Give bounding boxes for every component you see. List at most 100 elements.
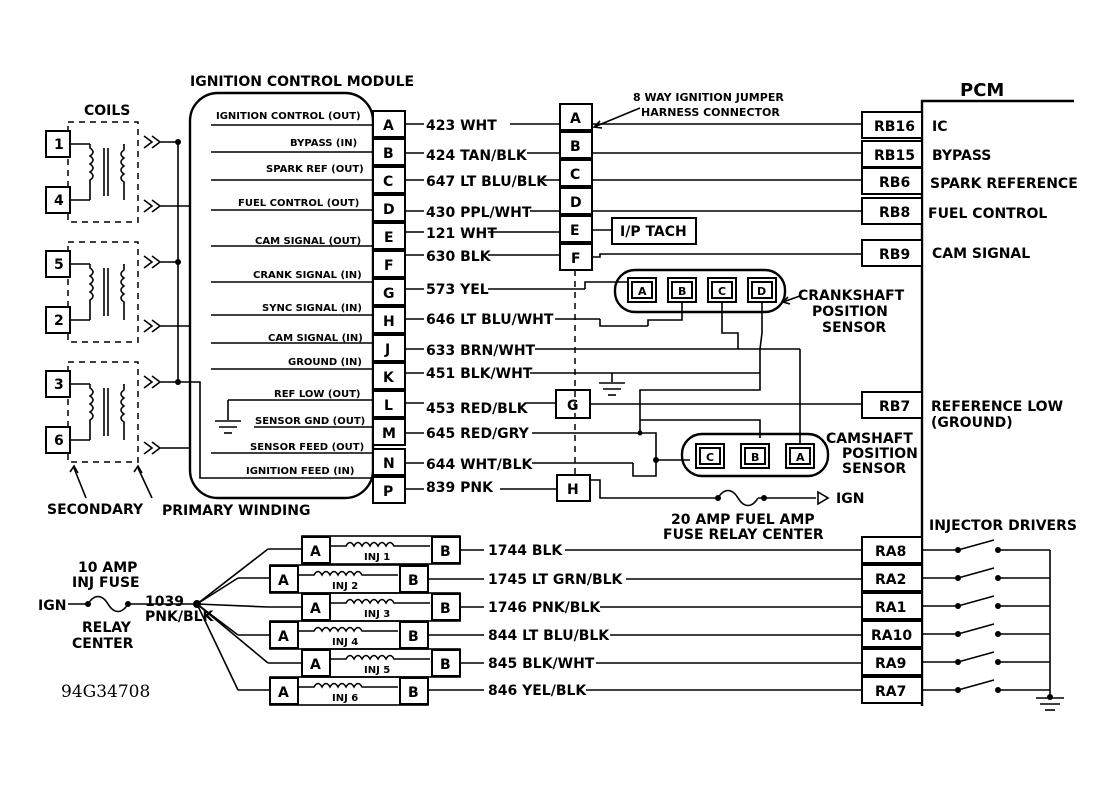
primary-winding-label: PRIMARY WINDING xyxy=(162,503,310,519)
injector-wire-label: 846 YEL/BLK xyxy=(488,683,587,699)
inj-fuse xyxy=(68,548,302,691)
pcm-injector-pin: RA10 xyxy=(871,628,912,644)
injector-pin-letter: B xyxy=(408,573,419,589)
pcm-injector-pin: RA1 xyxy=(875,600,906,616)
inj-fuse-label: INJ FUSE xyxy=(72,575,140,591)
primary-winding-connectors xyxy=(143,135,211,479)
pcm-title: PCM xyxy=(960,80,1004,101)
icm-pin-letter: C xyxy=(383,174,393,190)
injector-pin-letter: B xyxy=(408,629,419,645)
cam-sensor-leads xyxy=(612,349,801,477)
cam-sensor-pins xyxy=(695,443,815,469)
wire-label: 646 LT BLU/WHT xyxy=(426,312,554,328)
pcm-pin-label: IC xyxy=(932,119,947,135)
cam-sensor-body xyxy=(680,432,830,478)
injector-pin-letter: B xyxy=(440,657,451,673)
icm-signal-label: SPARK REF (OUT) xyxy=(266,164,364,175)
injector-driver-switches xyxy=(922,539,1064,711)
ip-tach-label: I/P TACH xyxy=(620,224,687,240)
ign-label: IGN xyxy=(836,491,864,507)
crank-sensor-pin-letter: B xyxy=(678,285,686,298)
pcm-pin-code: RB7 xyxy=(879,399,910,415)
injector-wire-label: 844 LT BLU/BLK xyxy=(488,628,610,644)
relay-center-label: RELAY xyxy=(82,620,132,636)
injector-pin-letter: A xyxy=(278,685,289,701)
icm-pin-letter: K xyxy=(383,370,395,386)
pcm-pin-sublabel: (GROUND) xyxy=(931,415,1013,431)
cam-sensor-pin-letter: B xyxy=(751,451,759,464)
pcm-pin-label: FUEL CONTROL xyxy=(928,206,1047,222)
pcm-pin-boxes xyxy=(861,111,923,419)
fuse-relay-label: 20 AMP FUEL AMP xyxy=(671,512,815,528)
icm-pin-letter: J xyxy=(384,342,390,358)
fuse-feed xyxy=(590,479,830,507)
cam-sensor-title: CAMSHAFT xyxy=(826,431,913,447)
wire-label: 645 RED/GRY xyxy=(426,426,530,442)
injector-pin-letter: B xyxy=(440,544,451,560)
feed-wire-label: PNK/BLK xyxy=(145,609,215,625)
injector-pin-letter: B xyxy=(408,685,419,701)
jumper-pin-letter: H xyxy=(567,482,579,498)
jumper-pin-letter: G xyxy=(567,398,579,414)
pcm-pin-code: RB16 xyxy=(874,119,915,135)
injector-pin-letter: A xyxy=(278,629,289,645)
relay-center-label: CENTER xyxy=(72,636,134,652)
icm-pin-letter: A xyxy=(383,118,394,134)
coil-number: 2 xyxy=(54,313,64,329)
ip-tach-box xyxy=(611,217,697,245)
injector-pin-letter: A xyxy=(310,544,321,560)
injector-name: INJ 4 xyxy=(332,637,358,648)
jumper-pin-letter: F xyxy=(571,251,581,267)
icm-pin-letter: P xyxy=(383,484,393,500)
injector-drivers-title: INJECTOR DRIVERS xyxy=(929,518,1077,534)
pcm-pin-code: RB8 xyxy=(879,205,910,221)
pcm-injector-pin: RA7 xyxy=(875,684,906,700)
pcm-pin-label: SPARK REFERENCE xyxy=(930,176,1078,192)
injector-name: INJ 3 xyxy=(364,609,390,620)
inj-fuse-label: 10 AMP xyxy=(78,560,137,576)
wire-label: 644 WHT/BLK xyxy=(426,457,534,473)
cam-sensor-title: POSITION xyxy=(842,446,918,462)
feed-wire-label: 1039 xyxy=(145,594,184,610)
coil-number: 6 xyxy=(54,433,64,449)
coils-title: COILS xyxy=(84,103,130,119)
icm-signal-label: SYNC SIGNAL (IN) xyxy=(262,303,362,314)
jumper-pin-letter: D xyxy=(570,195,582,211)
pcm-pin-code: RB6 xyxy=(879,175,910,191)
pcm-pin-label: BYPASS xyxy=(932,148,991,164)
pcm-injector-pin: RA9 xyxy=(875,656,906,672)
coil-terminal-boxes xyxy=(45,130,71,454)
crank-sensor-pin-letter: D xyxy=(757,285,766,298)
pcm-injector-pin: RA2 xyxy=(875,572,906,588)
ground-symbol xyxy=(215,400,241,434)
icm-body xyxy=(188,91,375,500)
coil-pack xyxy=(67,121,139,463)
icm-pin-letter: D xyxy=(383,202,395,218)
icm-signal-label: IGNITION FEED (IN) xyxy=(246,466,354,477)
crank-sensor-body xyxy=(613,268,787,314)
jumper-title: 8 WAY IGNITION JUMPER xyxy=(633,91,784,104)
icm-signal-label: FUEL CONTROL (OUT) xyxy=(238,198,359,209)
icm-signal-label: CAM SIGNAL (OUT) xyxy=(255,236,361,247)
injector-pin-letter: A xyxy=(278,573,289,589)
jumper-arrow xyxy=(592,107,641,129)
icm-signal-label: BYPASS (IN) xyxy=(290,138,357,149)
secondary-label: SECONDARY xyxy=(47,502,144,518)
crank-sensor-pins xyxy=(627,277,777,303)
injector-name: INJ 1 xyxy=(364,552,390,563)
pcm-injector-pin: RA8 xyxy=(875,544,906,560)
icm-pin-letter: H xyxy=(383,314,395,330)
icm-pin-letter: G xyxy=(383,286,395,302)
icm-signal-label: REF LOW (OUT) xyxy=(274,389,360,400)
coil-number: 4 xyxy=(54,193,64,209)
ground-symbol xyxy=(599,373,625,396)
icm-pin-letter: B xyxy=(383,146,394,162)
coil-number: 5 xyxy=(54,257,64,273)
icm-pin-letter: L xyxy=(384,398,393,414)
jumper-pin-letter: B xyxy=(570,139,581,155)
pcm-body xyxy=(920,99,1074,706)
icm-pin-letter: M xyxy=(382,426,396,442)
icm-signal-label: CAM SIGNAL (IN) xyxy=(268,333,363,344)
icm-signal-leads xyxy=(211,124,373,479)
